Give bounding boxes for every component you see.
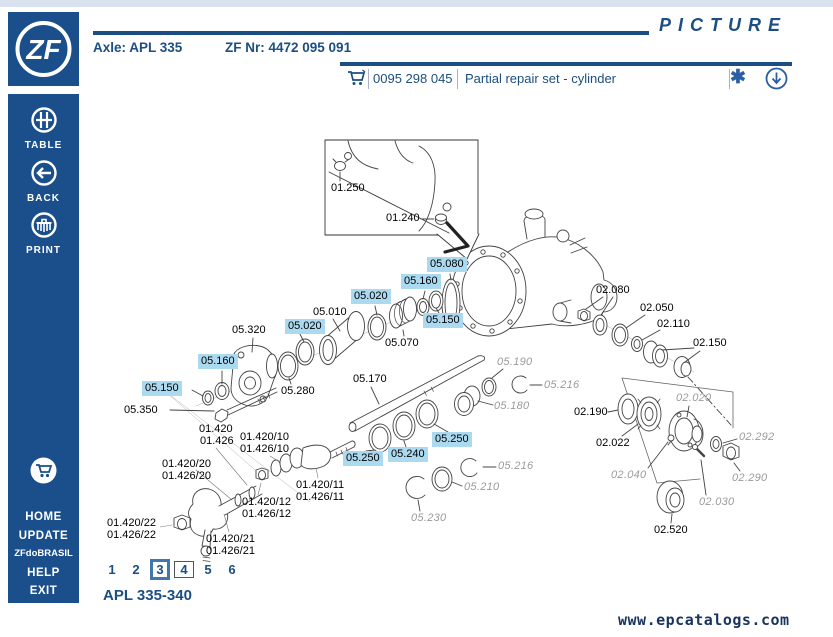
part-label-05-250[interactable]: 05.250 <box>432 432 472 447</box>
zf-number-label: ZF Nr: 4472 095 091 <box>225 40 352 55</box>
part-label-01-426-11[interactable]: 01.426/11 <box>296 491 345 503</box>
part-label-02-292[interactable]: 02.292 <box>739 431 775 443</box>
part-set-description: Partial repair set - cylinder <box>465 71 616 86</box>
part-label-05-080[interactable]: 05.080 <box>427 257 467 272</box>
part-label-01-426-21[interactable]: 01.426/21 <box>206 545 255 557</box>
part-label-05-320[interactable]: 05.320 <box>232 324 266 336</box>
part-label-01-420-10[interactable]: 01.420/10 <box>240 431 289 443</box>
part-label-05-150[interactable]: 05.150 <box>423 313 463 328</box>
axle-label: Axle: APL 335 <box>93 40 183 55</box>
page-number-2[interactable]: 2 <box>132 562 140 577</box>
part-label-02-290[interactable]: 02.290 <box>732 472 768 484</box>
part-label-05-210[interactable]: 05.210 <box>464 481 500 493</box>
divider <box>457 69 458 89</box>
page-number-3[interactable]: 3 <box>150 559 170 580</box>
download-icon[interactable] <box>765 67 788 95</box>
asterisk-icon[interactable]: ✱ <box>730 67 746 88</box>
part-label-01-426-20[interactable]: 01.426/20 <box>162 470 211 482</box>
divider <box>368 69 369 89</box>
part-label-01-426-12[interactable]: 01.426/12 <box>242 508 291 520</box>
svg-text:ZF: ZF <box>25 34 61 65</box>
page-title: PICTURE <box>659 15 788 35</box>
header-rule-top <box>93 31 649 35</box>
part-label-01-426-10[interactable]: 01.426/10 <box>240 443 289 455</box>
sidebar-item-table[interactable]: TABLE <box>8 106 79 151</box>
sidebar-link-zfdobrasil[interactable]: ZFdoBRASIL <box>14 548 73 559</box>
add-to-cart-button[interactable] <box>347 69 367 92</box>
page-number-4[interactable]: 4 <box>174 561 194 578</box>
part-label-01-250[interactable]: 01.250 <box>331 182 365 194</box>
part-label-02-020[interactable]: 02.020 <box>676 392 712 404</box>
print-icon <box>30 212 57 238</box>
part-label-05-160[interactable]: 05.160 <box>401 274 441 289</box>
header-rule-bottom <box>340 62 792 66</box>
part-label-02-190[interactable]: 02.190 <box>574 406 608 418</box>
sidebar-link-home[interactable]: HOME <box>25 511 62 523</box>
table-icon <box>30 107 57 133</box>
watermark-text: www.epcatalogs.com <box>618 611 790 629</box>
part-label-02-040[interactable]: 02.040 <box>611 469 647 481</box>
order-number: 0095 298 045 <box>373 71 453 86</box>
drawing-reference: APL 335-340 <box>103 587 192 604</box>
part-label-02-520[interactable]: 02.520 <box>654 524 688 536</box>
part-label-05-160[interactable]: 05.160 <box>198 354 238 369</box>
part-label-02-050[interactable]: 02.050 <box>640 302 674 314</box>
part-label-01-420-21[interactable]: 01.420/21 <box>206 533 255 545</box>
sidebar-item-label: PRINT <box>26 245 61 256</box>
zf-logo: ZF <box>8 12 79 86</box>
part-label-02-110[interactable]: 02.110 <box>657 318 690 330</box>
part-label-02-150[interactable]: 02.150 <box>693 337 727 349</box>
divider <box>729 69 730 89</box>
part-label-05-250[interactable]: 05.250 <box>343 451 383 466</box>
part-label-01-240[interactable]: 01.240 <box>386 212 420 224</box>
page-number-5[interactable]: 5 <box>204 562 212 577</box>
part-label-05-190[interactable]: 05.190 <box>497 356 533 368</box>
sidebar-cart-button[interactable] <box>30 457 57 489</box>
part-label-01-420-12[interactable]: 01.420/12 <box>242 496 291 508</box>
part-label-05-150[interactable]: 05.150 <box>142 381 182 396</box>
sidebar-item-back[interactable]: BACK <box>8 159 79 204</box>
part-label-05-230[interactable]: 05.230 <box>411 512 447 524</box>
cart-icon <box>30 457 57 484</box>
cart-icon <box>348 69 366 85</box>
part-label-01-420-22[interactable]: 01.420/22 <box>107 517 156 529</box>
page-number-1[interactable]: 1 <box>108 562 116 577</box>
part-label-05-020[interactable]: 05.020 <box>285 319 325 334</box>
top-strip <box>0 0 833 7</box>
zf-logo-icon: ZF <box>15 21 72 77</box>
part-label-01-420-20[interactable]: 01.420/20 <box>162 458 211 470</box>
part-label-01-420-11[interactable]: 01.420/11 <box>296 479 345 491</box>
sidebar-link-help[interactable]: HELP <box>27 566 60 579</box>
part-label-05-020[interactable]: 05.020 <box>351 289 391 304</box>
sidebar-item-label: TABLE <box>24 140 63 151</box>
part-label-01-426[interactable]: 01.426 <box>200 435 234 447</box>
part-label-05-010[interactable]: 05.010 <box>313 306 347 318</box>
part-label-05-350[interactable]: 05.350 <box>124 404 158 416</box>
sidebar-item-print[interactable]: PRINT <box>8 211 79 256</box>
part-label-02-030[interactable]: 02.030 <box>699 496 735 508</box>
sidebar-item-label: BACK <box>27 193 60 204</box>
part-label-05-280[interactable]: 05.280 <box>281 385 315 397</box>
back-arrow-icon <box>30 160 57 186</box>
part-label-02-080[interactable]: 02.080 <box>596 284 630 296</box>
part-label-05-180[interactable]: 05.180 <box>494 400 530 412</box>
part-label-05-170[interactable]: 05.170 <box>353 373 387 385</box>
part-label-05-070[interactable]: 05.070 <box>385 337 419 349</box>
part-label-05-216[interactable]: 05.216 <box>498 460 534 472</box>
part-label-02-022[interactable]: 02.022 <box>596 437 630 449</box>
sidebar-links: HOME UPDATE ZFdoBRASIL HELP EXIT <box>8 508 79 601</box>
part-label-01-426-22[interactable]: 01.426/22 <box>107 529 156 541</box>
page-number-6[interactable]: 6 <box>228 562 236 577</box>
sidebar-link-update[interactable]: UPDATE <box>18 529 69 542</box>
sidebar: TABLE BACK PRINT <box>8 94 79 603</box>
part-label-01-420[interactable]: 01.420 <box>199 423 233 435</box>
part-label-05-240[interactable]: 05.240 <box>388 447 428 462</box>
part-label-05-216[interactable]: 05.216 <box>544 379 580 391</box>
sidebar-link-exit[interactable]: EXIT <box>29 585 58 597</box>
